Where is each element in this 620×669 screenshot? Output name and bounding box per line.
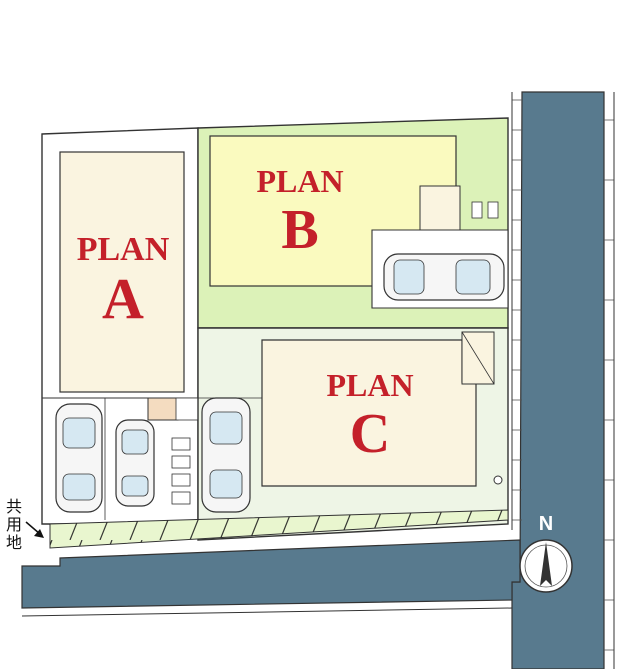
road-curb-ticks bbox=[512, 99, 614, 651]
car-plan-a-1 bbox=[55, 403, 103, 513]
road bbox=[21, 91, 615, 669]
lot-plan-a bbox=[41, 127, 199, 525]
plan-b-letter: B bbox=[281, 199, 318, 261]
car-plan-a-2 bbox=[115, 419, 155, 507]
road-south bbox=[21, 539, 521, 609]
entrance-plan-b bbox=[419, 185, 461, 231]
lot-plan-c bbox=[197, 327, 509, 541]
compass-icon bbox=[519, 539, 573, 593]
arrow-icon bbox=[25, 521, 44, 538]
car-plan-c bbox=[201, 397, 251, 513]
shared-land-char-3: 地 bbox=[6, 533, 22, 552]
entrance-plan-a bbox=[147, 397, 179, 421]
shared-land-char-2: 用 bbox=[6, 515, 22, 534]
house-plan-a bbox=[59, 151, 185, 393]
plan-a-letter: A bbox=[102, 266, 144, 331]
plan-c-letter: C bbox=[350, 403, 390, 465]
plan-c-word: PLAN bbox=[326, 367, 413, 403]
shared-land-char-1: 共 bbox=[6, 497, 22, 516]
compass-label: N bbox=[539, 513, 553, 535]
plan-a-word: PLAN bbox=[77, 231, 170, 268]
car-plan-b bbox=[383, 253, 505, 301]
plan-b-word: PLAN bbox=[256, 163, 343, 199]
